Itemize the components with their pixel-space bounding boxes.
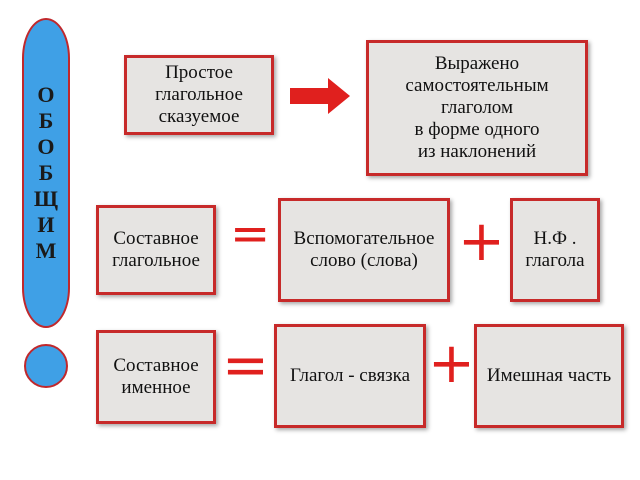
side-letter: М: [35, 238, 57, 263]
side-label: О Б О Б Щ И М: [34, 82, 58, 264]
infinitive-box: Н.Ф . глагола: [510, 198, 600, 302]
side-letter: О: [37, 134, 55, 159]
right-arrow-icon: [290, 78, 350, 114]
exclamation-bar: О Б О Б Щ И М: [22, 18, 70, 328]
simple-predicate-box: Простое глагольное сказуемое: [124, 55, 274, 135]
side-letter: Щ: [33, 186, 59, 211]
auxiliary-word-box: Вспомогательное слово (слова): [278, 198, 450, 302]
side-letter: Б: [38, 160, 54, 185]
plus-sign-icon: +: [428, 331, 475, 396]
nominal-part-box: Имешная часть: [474, 324, 624, 428]
side-letter: И: [37, 212, 55, 237]
equals-sign-icon: =: [222, 333, 269, 398]
equals-sign-icon: =: [230, 206, 271, 262]
compound-nominal-box: Составное именное: [96, 330, 216, 424]
plus-sign-icon: +: [458, 209, 505, 274]
exclamation-dot: [24, 344, 68, 388]
linking-verb-box: Глагол - связка: [274, 324, 426, 428]
compound-verbal-box: Составное глагольное: [96, 205, 216, 295]
side-letter: О: [37, 82, 55, 107]
side-letter: Б: [38, 108, 54, 133]
expressed-verb-box: Выражено самостоятельным глаголом в форм…: [366, 40, 588, 176]
